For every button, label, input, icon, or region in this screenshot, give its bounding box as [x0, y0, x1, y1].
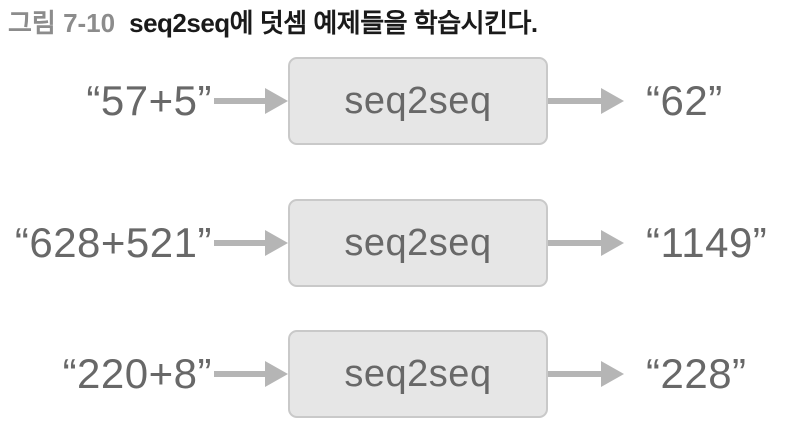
output-text: “228”	[646, 350, 747, 397]
arrow-right-icon	[214, 361, 288, 387]
arrow-right-icon	[214, 88, 288, 114]
seq2seq-box-label: seq2seq	[344, 352, 492, 395]
output-text: “1149”	[646, 219, 768, 266]
figure-label: 그림 7-10	[8, 8, 116, 38]
seq2seq-box: seq2seq	[288, 330, 548, 418]
arrow-right-icon	[214, 230, 288, 256]
figure-caption: seq2seq에 덧셈 예제들을 학습시킨다.	[129, 8, 538, 38]
seq2seq-box-label: seq2seq	[344, 79, 492, 122]
arrow-right-icon	[548, 230, 624, 256]
seq2seq-box-label: seq2seq	[344, 221, 492, 264]
input-text: “57+5”	[86, 77, 212, 124]
input-text: “628+521”	[14, 219, 212, 266]
figure-title: 그림 7-10 seq2seq에 덧셈 예제들을 학습시킨다.	[8, 6, 538, 40]
example-row-2: “628+521” seq2seq “1149”	[0, 199, 786, 287]
seq2seq-box: seq2seq	[288, 199, 548, 287]
input-text: “220+8”	[62, 350, 212, 397]
arrow-right-icon	[548, 88, 624, 114]
arrow-right-icon	[548, 361, 624, 387]
seq2seq-box: seq2seq	[288, 57, 548, 145]
output-text: “62”	[646, 77, 723, 124]
example-row-3: “220+8” seq2seq “228”	[0, 330, 786, 418]
example-row-1: “57+5” seq2seq “62”	[0, 57, 786, 145]
